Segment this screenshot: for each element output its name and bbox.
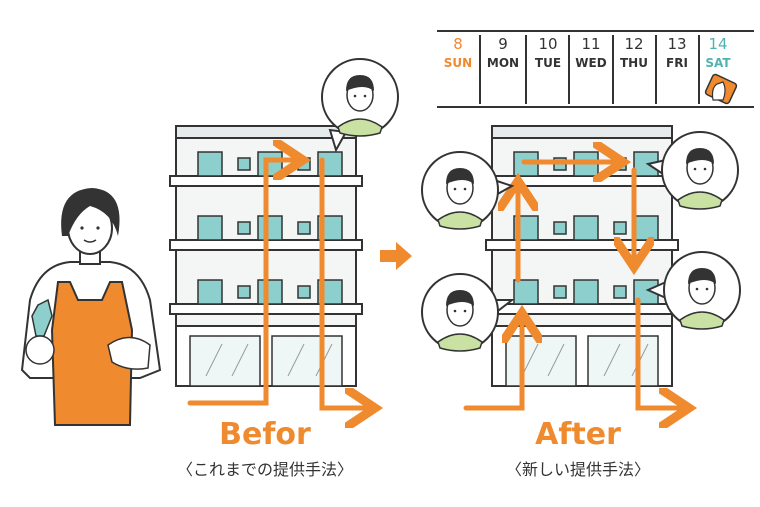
calendar-day-number: 13 <box>667 35 686 53</box>
calendar-day-number: 11 <box>581 35 600 53</box>
calendar-day-name: SUN <box>444 56 472 70</box>
cleaning-cloth-icon <box>704 73 738 105</box>
before-route-arrow <box>319 157 370 408</box>
resident-bubble <box>645 251 741 330</box>
resident-bubble <box>321 58 399 153</box>
before-route-arrow <box>187 160 298 406</box>
before-subtitle: 〈これまでの提供手法〉 <box>177 460 353 479</box>
after-title: After <box>535 417 621 452</box>
before-title: Befor <box>219 417 311 452</box>
cleaning-staff-illustration <box>20 188 162 426</box>
calendar-day-name: TUE <box>535 56 561 70</box>
resident-bubble <box>421 151 515 230</box>
calendar-day-number: 10 <box>538 35 557 53</box>
resident-bubble <box>645 131 739 210</box>
resident-bubble <box>421 273 515 352</box>
calendar-day-name: WED <box>575 56 606 70</box>
calendar-day-number: 12 <box>624 35 643 53</box>
transition-arrow-icon <box>380 242 412 270</box>
calendar-day-name: FRI <box>666 56 688 70</box>
weekly-calendar: 8 SUN 9 MON 10 TUE 11 WED 12 THU 13 FRI … <box>437 30 754 108</box>
calendar-day-number: 9 <box>498 35 508 53</box>
calendar-day-name: THU <box>620 56 648 70</box>
calendar-day-number: 14 <box>708 35 727 53</box>
after-subtitle: 〈新しい提供手法〉 <box>506 460 650 479</box>
calendar-day-name: SAT <box>705 56 731 70</box>
calendar-day-name: MON <box>487 56 519 70</box>
after-route-arrows <box>463 162 684 408</box>
calendar-day-number: 8 <box>453 35 463 53</box>
